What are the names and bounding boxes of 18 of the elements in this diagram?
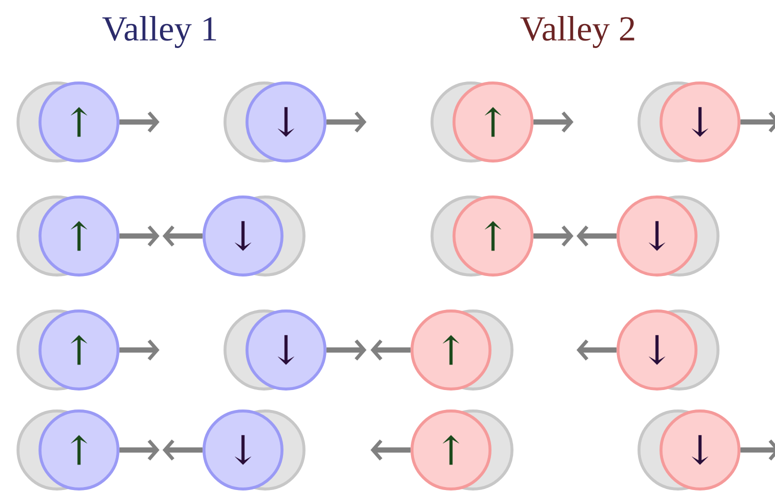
arrow [326,339,366,361]
arrow [119,111,160,133]
valley-heading: Valley 2 [520,16,634,48]
arrow [119,339,160,361]
arrow [370,339,411,361]
arrow [162,225,203,247]
arrow [119,439,160,461]
arrow [740,111,775,133]
arrow [326,111,366,133]
arrow [370,439,411,461]
arrow [533,111,574,133]
arrow [119,225,160,247]
arrow [576,225,617,247]
arrow [740,439,775,461]
arrow [576,339,617,361]
arrow [162,439,203,461]
valley-heading: Valley 1 [102,16,216,48]
arrow [533,225,574,247]
